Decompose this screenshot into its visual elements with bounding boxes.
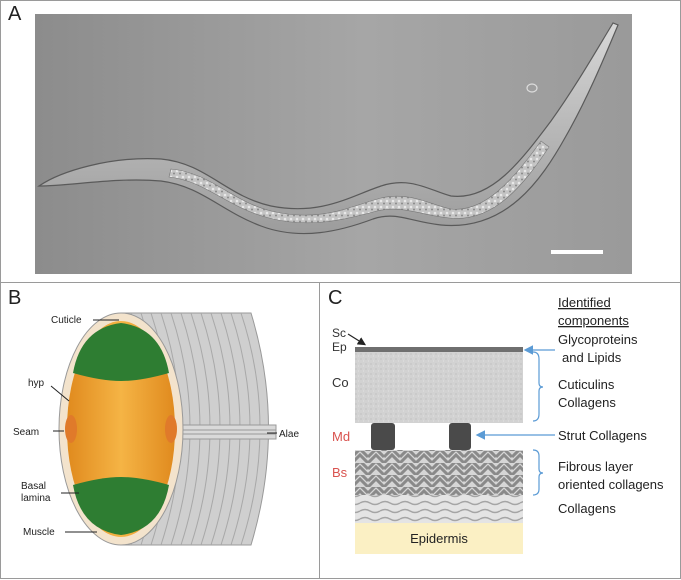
collagen-layer (355, 495, 523, 523)
muscle-bottom (73, 477, 169, 535)
label-hyp: hyp (28, 378, 45, 389)
label-cuticle: Cuticle (51, 315, 82, 326)
heading-components: components (558, 313, 629, 328)
epidermis-label: Epidermis (410, 531, 468, 546)
label-collagens-1: Collagens (558, 395, 616, 410)
muscle-top (73, 323, 169, 381)
label-collagens-2: Collagens (558, 501, 616, 516)
cuticle-layers-diagram: Epidermis Sc Ep Co Md Bs Identified comp… (332, 295, 664, 554)
heading-identified: Identified (558, 295, 611, 310)
label-cuticulins: Cuticulins (558, 377, 615, 392)
label-bs: Bs (332, 465, 348, 480)
bracket-bs (532, 449, 544, 496)
scale-bar (551, 250, 603, 254)
label-oriented: oriented collagens (558, 477, 664, 492)
panel-a: A (0, 0, 681, 283)
label-seam: Seam (13, 427, 39, 438)
label-lipids: and Lipids (562, 350, 622, 365)
label-co: Co (332, 375, 349, 390)
bracket-co (532, 351, 544, 422)
label-muscle: Muscle (23, 527, 55, 538)
epicuticle-layer (355, 347, 523, 352)
panel-c: C (319, 282, 681, 579)
label-lamina: lamina (21, 493, 51, 504)
label-strut: Strut Collagens (558, 428, 647, 443)
particle (526, 83, 538, 93)
worm-gut (168, 140, 550, 224)
label-ep: Ep (332, 340, 347, 354)
cortical-layer (355, 352, 523, 423)
strut-right (449, 423, 471, 450)
epidermis-block (355, 523, 523, 554)
label-md: Md (332, 429, 350, 444)
label-sc: Sc (332, 326, 346, 340)
strut-left (371, 423, 395, 450)
panel-b-letter: B (8, 287, 22, 309)
panel-b: B (0, 282, 320, 579)
label-basal: Basal (21, 481, 46, 492)
seam-cell-left (65, 415, 77, 443)
panel-c-letter: C (328, 287, 343, 309)
label-fibrous: Fibrous layer (558, 459, 634, 474)
label-alae: Alae (279, 429, 299, 440)
seam-cell-right (165, 415, 177, 443)
alae-ridge (175, 424, 277, 440)
cross-section-diagram: Cuticle hyp Seam Basal lamina Muscle Ala… (13, 312, 299, 546)
basal-layer (355, 450, 523, 495)
label-glyco: Glycoproteins (558, 332, 638, 347)
worm-body (37, 22, 619, 235)
panel-a-letter: A (8, 3, 22, 25)
worm-micrograph (35, 14, 632, 274)
